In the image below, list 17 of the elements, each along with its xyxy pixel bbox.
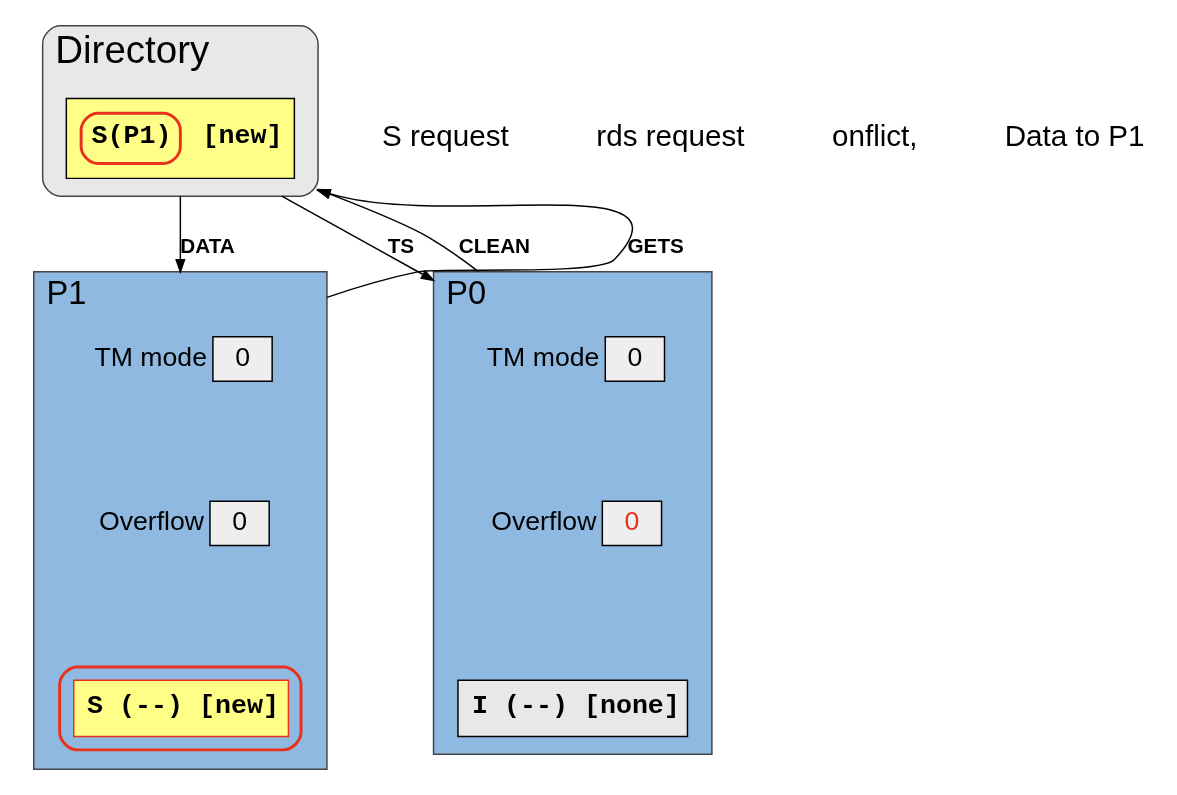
node-box: S (--) [new] <box>57 665 302 752</box>
node-label: Overflow <box>98 505 204 536</box>
node-label: TM mode <box>93 341 207 372</box>
label: onflict, <box>831 118 918 152</box>
label: Data to P1 <box>1004 118 1145 152</box>
arrow <box>315 188 479 273</box>
arrow <box>280 195 435 282</box>
label: S request <box>381 118 509 152</box>
arrow <box>315 188 633 299</box>
edge-label: TS <box>387 233 414 257</box>
node-label: Overflow <box>490 505 596 536</box>
label: rds request <box>595 118 744 152</box>
node-label: TM mode <box>486 341 599 372</box>
edge-label: CLEAN <box>458 233 530 257</box>
edge-label: GETS <box>627 233 684 257</box>
edge-label: DATA <box>179 233 235 257</box>
arrow <box>174 195 186 274</box>
